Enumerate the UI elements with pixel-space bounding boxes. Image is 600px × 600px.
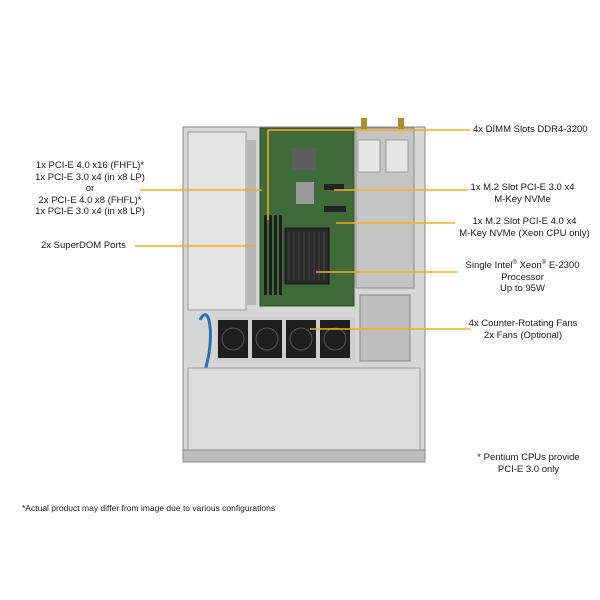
psu-module-1 xyxy=(357,139,381,173)
board-chip xyxy=(296,182,314,204)
label-cpu-line-3: Up to 95W xyxy=(500,283,545,295)
front-bay xyxy=(187,367,421,451)
psu-handle-2 xyxy=(398,118,404,130)
label-superdom: 2x SuperDOM Ports xyxy=(41,240,126,251)
label-pentium-line-1: * Pentium CPUs provide xyxy=(477,452,580,463)
label-m2-2-line-1: 1x M.2 Slot PCI-E 4.0 x4 xyxy=(472,216,577,227)
label-m2-slot-2: 1x M.2 Slot PCI-E 4.0 x4 M-Key NVMe (Xeo… xyxy=(452,216,597,239)
label-fans: 4x Counter-Rotating Fans 2x Fans (Option… xyxy=(458,318,588,341)
m2-slot-2 xyxy=(324,206,346,212)
psu-module-2 xyxy=(385,139,409,173)
fan-3 xyxy=(286,320,316,358)
label-pcie-line-2: 1x PCI-E 3.0 x4 (in x8 LP) xyxy=(35,171,145,183)
front-panel xyxy=(182,449,426,463)
dimm-slot-2 xyxy=(269,215,272,295)
label-cpu-line-2: Processor xyxy=(501,271,544,283)
label-cpu: Single Intel® Xeon® E-2300 Processor Up … xyxy=(455,258,590,295)
psu-handle-1 xyxy=(361,118,367,130)
fan-4 xyxy=(320,320,350,358)
label-fans-line-1: 4x Counter-Rotating Fans xyxy=(468,318,578,329)
label-pcie-line-3: or xyxy=(85,183,95,194)
footnote: *Actual product may differ from image du… xyxy=(22,503,276,513)
label-pcie-line-1: 1x PCI-E 4.0 x16 (FHFL)* xyxy=(35,160,145,171)
label-pcie-line-5: 1x PCI-E 3.0 x4 (in x8 LP) xyxy=(35,206,145,217)
label-m2-2-line-2: M-Key NVMe (Xeon CPU only) xyxy=(459,227,590,239)
cpu-heatsink xyxy=(284,227,330,285)
label-m2-1-line-1: 1x M.2 Slot PCI-E 3.0 x4 xyxy=(470,182,575,193)
riser-card xyxy=(246,140,256,305)
label-pcie-slots: 1x PCI-E 4.0 x16 (FHFL)* 1x PCI-E 3.0 x4… xyxy=(10,160,170,218)
label-pentium-note: * Pentium CPUs provide PCI-E 3.0 only xyxy=(466,452,591,475)
dimm-slot-3 xyxy=(274,215,277,295)
label-m2-1-line-2: M-Key NVMe xyxy=(494,193,551,205)
fan-1 xyxy=(218,320,248,358)
label-fans-line-2: 2x Fans (Optional) xyxy=(483,329,563,341)
board-chip xyxy=(292,148,316,170)
dimm-slot-4 xyxy=(279,215,282,295)
pcie-riser-bay xyxy=(187,131,247,311)
label-dimm: 4x DIMM Slots DDR4-3200 xyxy=(473,124,588,135)
blue-cables xyxy=(198,313,212,371)
fan-2 xyxy=(252,320,282,358)
label-pcie-line-4: 2x PCI-E 4.0 x8 (FHFL)* xyxy=(38,194,142,206)
side-bay xyxy=(359,294,411,362)
label-pentium-line-2: PCI-E 3.0 only xyxy=(497,463,560,475)
label-m2-slot-1: 1x M.2 Slot PCI-E 3.0 x4 M-Key NVMe xyxy=(455,182,590,205)
m2-slot-1 xyxy=(324,184,344,190)
dimm-slot-1 xyxy=(264,215,267,295)
label-cpu-line-1: Single Intel® Xeon® E-2300 xyxy=(465,260,580,272)
